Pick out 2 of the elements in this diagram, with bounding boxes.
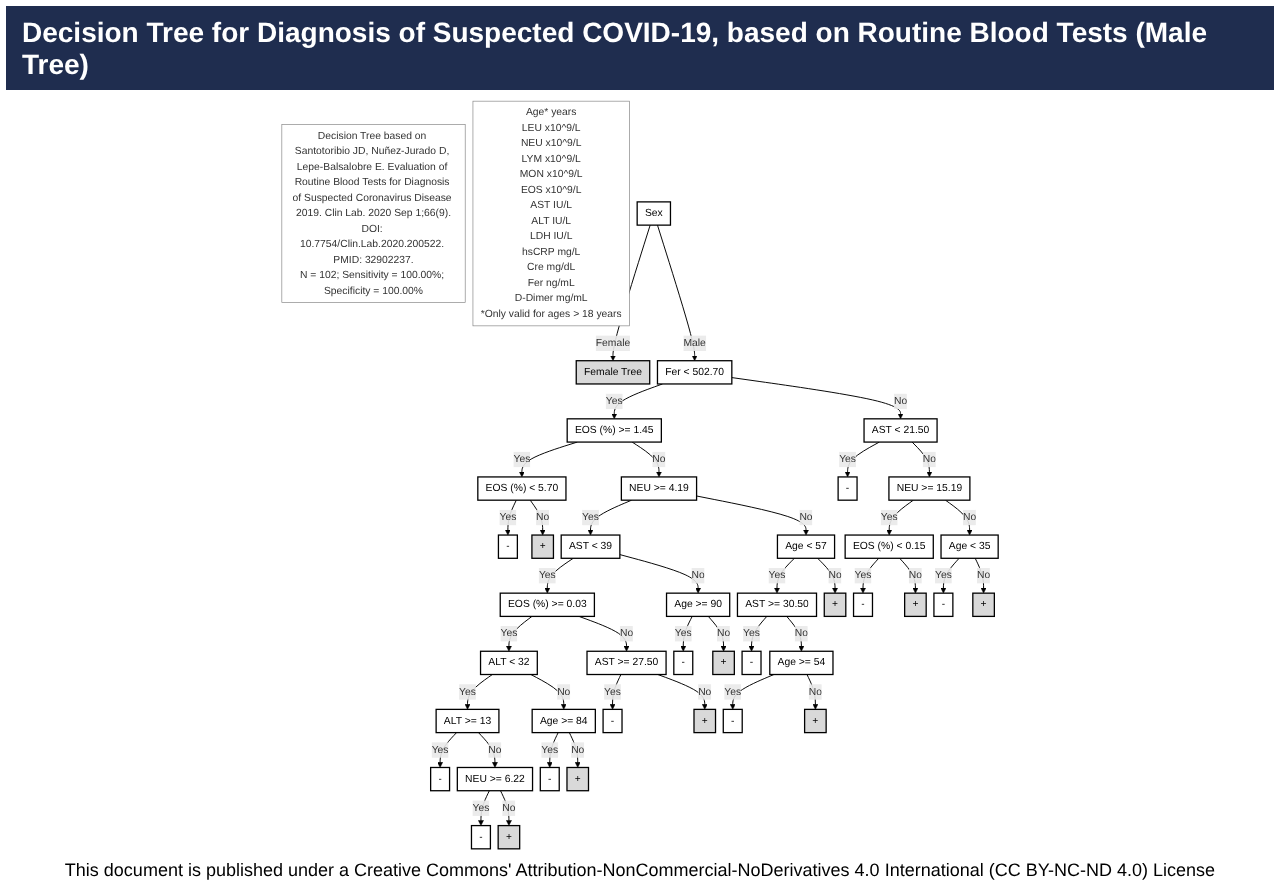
license-note: This document is published under a Creative Commons' Attribution-NonCommercial-NoDerivatives 4.0 International (CC BY-NC-ND 4.0) License <box>62 858 1218 884</box>
title-banner: Decision Tree for Diagnosis of Suspected COVID-19, based on Routine Blood Tests (Male Tree) <box>6 6 1274 90</box>
